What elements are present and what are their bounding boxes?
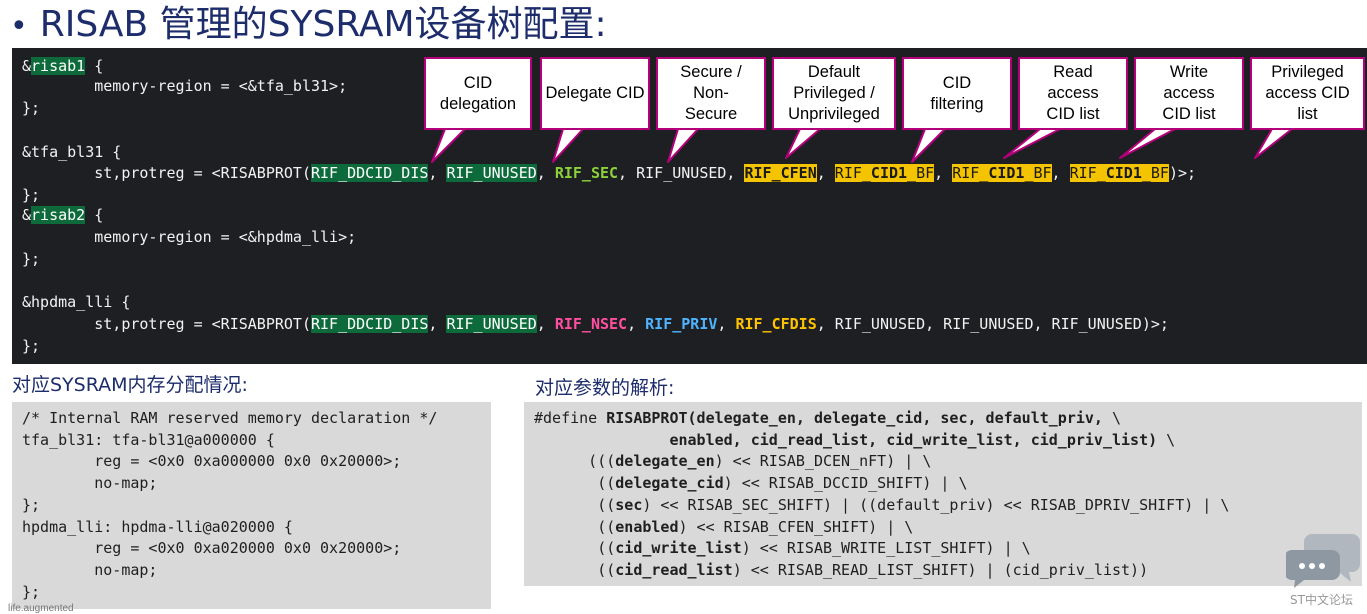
token-cfdis: RIF_CFDIS [735, 315, 817, 333]
callout-privileged-access-cid-list: Privileged access CID list [1250, 57, 1365, 130]
token-cid1-bf-write: RIF_CID1_BF [952, 164, 1052, 182]
callout-cid-filtering: CID filtering [902, 57, 1012, 130]
token-cid1-bf-priv: RIF_CID1_BF [1069, 164, 1169, 182]
callout-pointer [1254, 128, 1293, 159]
parameter-parsing-heading: 对应参数的解析: [535, 377, 675, 399]
callout-default-privileged: Default Privileged / Unprivileged [772, 57, 896, 130]
page-title: • RISAB 管理的SYSRAM设备树配置: [10, 2, 607, 48]
code-line: ((sec) << RISAB_SEC_SHIFT) | ((default_p… [534, 495, 1230, 514]
code-line: (((delegate_en) << RISAB_DCEN_nFT) | \ [534, 452, 932, 471]
highlight-risab1: risab1 [31, 57, 86, 75]
code-line: }; [22, 250, 41, 268]
callout-read-access-cid-list: Read access CID list [1018, 57, 1128, 130]
token-cfen: RIF_CFEN [744, 164, 817, 182]
callout-pointer [667, 128, 699, 163]
callout-pointer [1003, 128, 1061, 159]
protreg-line-1: st,protreg = <RISABPROT(RIF_DDCID_DIS, R… [22, 164, 1197, 182]
token-ddcid-dis: RIF_DDCID_DIS [310, 315, 429, 333]
token-unused: RIF_UNUSED [446, 315, 537, 333]
callout-pointer [431, 128, 466, 163]
title-bullet: • [10, 9, 28, 44]
callout-pointer [552, 128, 584, 163]
code-line: &risab1 { [22, 57, 104, 75]
token-sec: RIF_SEC [554, 164, 619, 182]
code-line: memory-region = <&hpdma_lli>; [22, 228, 357, 246]
code-line: ((delegate_cid) << RISAB_DCCID_SHIFT) | … [534, 474, 968, 493]
code-line: reg = <0x0 0xa020000 0x0 0x20000>; [22, 539, 402, 558]
callout-delegate-cid: Delegate CID [540, 57, 650, 130]
token-priv: RIF_PRIV [645, 315, 718, 333]
forum-watermark: ST中文论坛 [1290, 593, 1353, 607]
code-line: /* Internal RAM reserved memory declarat… [22, 409, 438, 427]
code-line: enabled, cid_read_list, cid_write_list, … [669, 430, 1176, 449]
token-nsec: RIF_NSEC [554, 315, 628, 333]
callout-pointer [1119, 128, 1176, 159]
code-line: &risab2 { [22, 206, 104, 224]
highlight-risab2: risab2 [31, 206, 86, 224]
code-line: }; [22, 337, 41, 355]
token-unused: RIF_UNUSED [446, 164, 537, 182]
protreg-line-2: st,protreg = <RISABPROT(RIF_DDCID_DIS, R… [22, 315, 1169, 333]
macro-definition-code-panel: #define RISABPROT(delegate_en, delegate_… [524, 402, 1362, 586]
sysram-memory-code-panel: /* Internal RAM reserved memory declarat… [12, 402, 491, 609]
footer-tagline: life.augmented [8, 603, 74, 614]
code-line: reg = <0x0 0xa000000 0x0 0x20000>; [22, 452, 402, 471]
code-line: memory-region = <&tfa_bl31>; [22, 77, 348, 95]
code-line: ((enabled) << RISAB_CFEN_SHIFT) | \ [534, 517, 914, 536]
callout-cid-delegation: CID delegation [424, 57, 532, 130]
token-ddcid-dis: RIF_DDCID_DIS [310, 164, 429, 182]
callout-write-access-cid-list: Write access CID list [1134, 57, 1244, 130]
code-line: }; [22, 186, 41, 204]
chat-bubbles-icon [1286, 534, 1360, 588]
code-line: tfa_bl31: tfa-bl31@a000000 { [22, 430, 275, 449]
sysram-allocation-heading: 对应SYSRAM内存分配情况: [12, 374, 248, 396]
code-line: #define RISABPROT(delegate_en, delegate_… [534, 409, 1122, 427]
code-line: }; [22, 582, 41, 601]
code-line: ((cid_read_list) << RISAB_READ_LIST_SHIF… [534, 560, 1149, 579]
code-line: }; [22, 495, 41, 514]
callout-pointer [911, 128, 946, 163]
title-text: RISAB 管理的SYSRAM设备树配置: [39, 4, 607, 45]
code-line: &tfa_bl31 { [22, 143, 122, 161]
code-line: ((cid_write_list) << RISAB_WRITE_LIST_SH… [534, 539, 1031, 558]
code-line: no-map; [22, 474, 158, 493]
callout-pointer [785, 128, 821, 159]
code-line: }; [22, 99, 41, 117]
code-line: &hpdma_lli { [22, 293, 131, 311]
callout-secure-non-secure: Secure / Non-Secure [656, 57, 766, 130]
token-cid1-bf-read: RIF_CID1_BF [834, 164, 935, 182]
code-line: hpdma_lli: hpdma-lli@a020000 { [22, 517, 293, 536]
code-line: no-map; [22, 560, 158, 579]
